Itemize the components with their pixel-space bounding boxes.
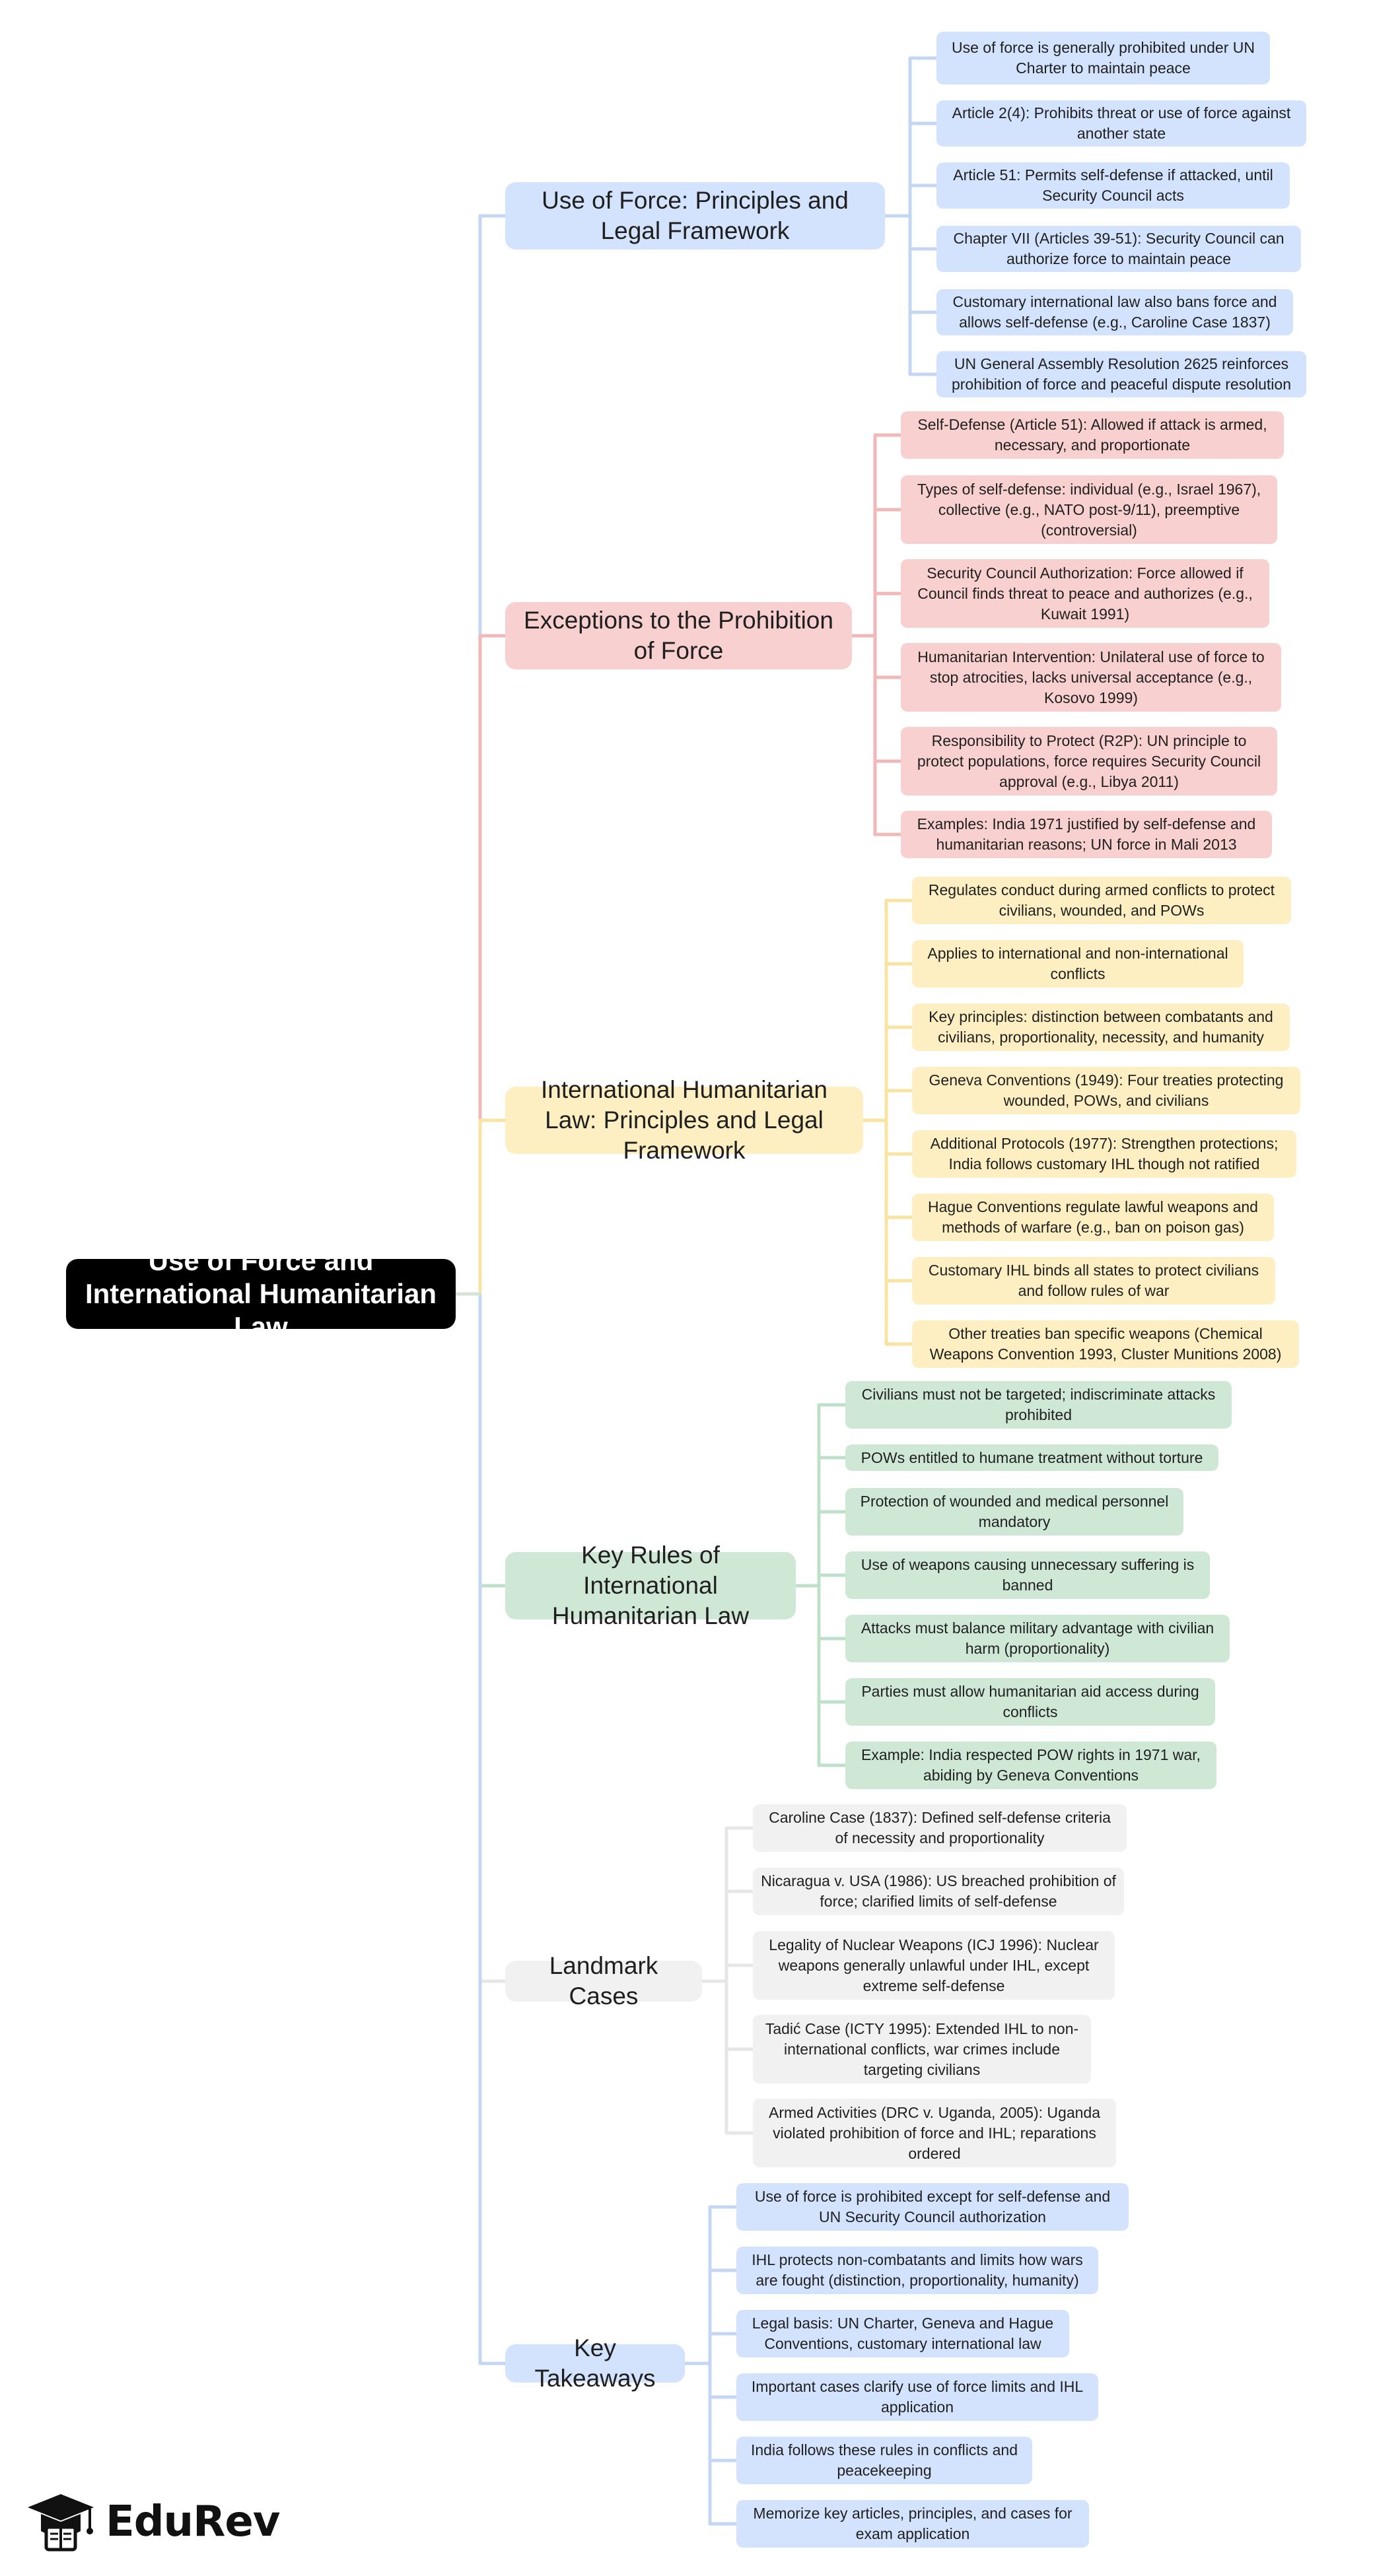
leaf-node-label: Civilians must not be targeted; indiscri…	[861, 1386, 1216, 1423]
leaf-node: Parties must allow humanitarian aid acce…	[845, 1678, 1215, 1726]
branch-node: Key Takeaways	[505, 2334, 685, 2392]
leaf-node: Tadić Case (ICTY 1995): Extended IHL to …	[753, 2015, 1091, 2084]
leaf-node-label: Parties must allow humanitarian aid acce…	[861, 1683, 1199, 1720]
leaf-node: Chapter VII (Articles 39-51): Security C…	[936, 226, 1301, 272]
leaf-node: Geneva Conventions (1949): Four treaties…	[912, 1067, 1300, 1114]
leaf-node-label: Attacks must balance military advantage …	[861, 1619, 1215, 1657]
leaf-node: Legal basis: UN Charter, Geneva and Hagu…	[736, 2310, 1069, 2357]
branch-node: Use of Force: Principles and Legal Frame…	[505, 182, 885, 250]
leaf-node: Use of force is prohibited except for se…	[736, 2183, 1129, 2231]
leaf-node-label: Important cases clarify use of force lim…	[751, 2378, 1084, 2416]
leaf-node-label: Use of weapons causing unnecessary suffe…	[861, 1556, 1195, 1594]
graduation-cap-icon	[28, 2494, 94, 2552]
leaf-node-label: POWs entitled to humane treatment withou…	[861, 1448, 1203, 1466]
branch-node: Key Rules of International Humanitarian …	[505, 1542, 796, 1629]
leaf-node-label: Self-Defense (Article 51): Allowed if at…	[917, 416, 1267, 454]
branch-node-label: Key Rules of International Humanitarian …	[551, 1542, 750, 1629]
branch-node-label: Exceptions to the Prohibition of Force	[524, 607, 833, 664]
leaf-node: Regulates conduct during armed conflicts…	[912, 877, 1291, 924]
branch-node: Exceptions to the Prohibition of Force	[505, 602, 852, 669]
leaf-node: Nicaragua v. USA (1986): US breached pro…	[753, 1868, 1124, 1915]
leaf-node: Applies to international and non-interna…	[912, 940, 1244, 988]
leaf-node: Article 2(4): Prohibits threat or use of…	[936, 100, 1306, 147]
leaf-node-label: Responsibility to Protect (R2P): UN prin…	[917, 731, 1261, 790]
leaf-node: Caroline Case (1837): Defined self-defen…	[753, 1804, 1127, 1852]
logo-text: EduRev	[106, 2497, 280, 2546]
leaf-node-label: India follows these rules in conflicts a…	[751, 2441, 1018, 2479]
leaf-node-label: Geneva Conventions (1949): Four treaties…	[929, 1071, 1284, 1109]
branch-node-label: Use of Force: Principles and Legal Frame…	[542, 187, 849, 244]
leaf-node: Types of self-defense: individual (e.g.,…	[901, 475, 1277, 544]
leaf-node-label: Legality of Nuclear Weapons (ICJ 1996): …	[769, 1936, 1099, 1994]
leaf-node-label: Article 2(4): Prohibits threat or use of…	[952, 104, 1291, 142]
leaf-node: Customary international law also bans fo…	[936, 289, 1293, 335]
leaf-node-label: Other treaties ban specific weapons (Che…	[929, 1325, 1282, 1363]
edurev-logo: EduRev	[25, 2490, 280, 2554]
leaf-node: Humanitarian Intervention: Unilateral us…	[901, 643, 1281, 712]
leaf-node-label: Additional Protocols (1977): Strengthen …	[930, 1135, 1279, 1172]
leaf-node: India follows these rules in conflicts a…	[736, 2437, 1032, 2484]
leaf-node: Key principles: distinction between comb…	[912, 1003, 1290, 1051]
leaf-node-label: Armed Activities (DRC v. Uganda, 2005): …	[769, 2103, 1100, 2162]
leaf-node: Use of weapons causing unnecessary suffe…	[845, 1551, 1210, 1599]
root-node: Use of Force and International Humanitar…	[66, 1245, 456, 1342]
leaf-node: UN General Assembly Resolution 2625 rein…	[936, 351, 1306, 397]
leaf-node-label: Use of force is generally prohibited und…	[952, 39, 1255, 77]
root-node-label: Use of Force and International Humanitar…	[85, 1245, 437, 1342]
leaf-node: Customary IHL binds all states to protec…	[912, 1257, 1275, 1305]
leaf-node: Hague Conventions regulate lawful weapon…	[912, 1194, 1274, 1241]
leaf-node-label: Customary IHL binds all states to protec…	[928, 1262, 1259, 1299]
leaf-node: Armed Activities (DRC v. Uganda, 2005): …	[753, 2099, 1116, 2167]
leaf-node-label: Customary international law also bans fo…	[952, 293, 1277, 331]
leaf-node: Examples: India 1971 justified by self-d…	[901, 811, 1272, 858]
branch-node-label: International Humanitarian Law: Principl…	[541, 1076, 827, 1164]
leaf-node: Important cases clarify use of force lim…	[736, 2373, 1098, 2421]
leaf-node-label: Tadić Case (ICTY 1995): Extended IHL to …	[765, 2019, 1079, 2078]
leaf-node: Example: India respected POW rights in 1…	[845, 1742, 1216, 1789]
leaf-node-label: Examples: India 1971 justified by self-d…	[917, 815, 1256, 853]
leaf-node-label: UN General Assembly Resolution 2625 rein…	[951, 355, 1291, 393]
branch-node: International Humanitarian Law: Principl…	[505, 1076, 863, 1164]
leaf-node: Memorize key articles, principles, and c…	[736, 2500, 1089, 2548]
leaf-node-label: Chapter VII (Articles 39-51): Security C…	[953, 230, 1285, 267]
leaf-node-label: Memorize key articles, principles, and c…	[753, 2505, 1073, 2542]
leaf-node-label: Example: India respected POW rights in 1…	[861, 1746, 1201, 1784]
leaf-node: Attacks must balance military advantage …	[845, 1615, 1230, 1662]
leaf-node-label: Key principles: distinction between comb…	[929, 1008, 1273, 1046]
leaf-node: Other treaties ban specific weapons (Che…	[912, 1320, 1299, 1368]
leaf-node-label: Article 51: Permits self-defense if atta…	[953, 166, 1273, 204]
leaf-node: IHL protects non-combatants and limits h…	[736, 2247, 1098, 2294]
leaf-node: Additional Protocols (1977): Strengthen …	[912, 1130, 1296, 1178]
leaf-node-label: Use of force is prohibited except for se…	[754, 2188, 1111, 2225]
leaf-node: Protection of wounded and medical person…	[845, 1488, 1183, 1536]
leaf-node-label: Security Council Authorization: Force al…	[917, 564, 1253, 623]
leaf-node-label: Applies to international and non-interna…	[927, 945, 1228, 982]
leaf-node: Article 51: Permits self-defense if atta…	[936, 162, 1290, 209]
branch-node-label: Landmark Cases	[549, 1952, 658, 2010]
branch-node: Landmark Cases	[505, 1952, 702, 2010]
leaf-node: Use of force is generally prohibited und…	[936, 32, 1270, 85]
leaf-node-label: Types of self-defense: individual (e.g.,…	[917, 480, 1261, 539]
leaf-node-label: Humanitarian Intervention: Unilateral us…	[917, 648, 1265, 706]
leaf-node-label: Nicaragua v. USA (1986): US breached pro…	[761, 1872, 1116, 1910]
leaf-node-label: Protection of wounded and medical person…	[860, 1493, 1169, 1530]
leaf-node: Legality of Nuclear Weapons (ICJ 1996): …	[753, 1931, 1115, 2000]
leaf-node-label: Legal basis: UN Charter, Geneva and Hagu…	[752, 2315, 1054, 2352]
leaf-node: POWs entitled to humane treatment withou…	[845, 1444, 1218, 1471]
leaf-node: Security Council Authorization: Force al…	[901, 559, 1269, 628]
leaf-node-label: Hague Conventions regulate lawful weapon…	[928, 1198, 1258, 1236]
leaf-node-label: IHL protects non-combatants and limits h…	[752, 2251, 1083, 2289]
leaf-node: Civilians must not be targeted; indiscri…	[845, 1381, 1232, 1429]
branch-node-label: Key Takeaways	[534, 2334, 656, 2392]
leaf-node-label: Caroline Case (1837): Defined self-defen…	[769, 1809, 1111, 1847]
leaf-node-label: Regulates conduct during armed conflicts…	[928, 881, 1275, 919]
leaf-node: Responsibility to Protect (R2P): UN prin…	[901, 727, 1277, 796]
leaf-node: Self-Defense (Article 51): Allowed if at…	[901, 411, 1284, 459]
